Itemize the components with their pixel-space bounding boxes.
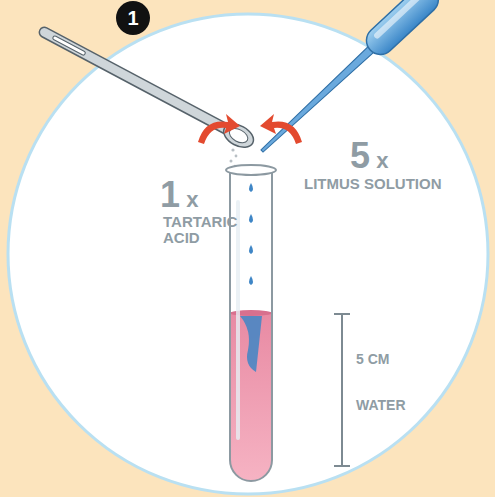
step-instruction: 1 x — [160, 176, 198, 214]
step-instruction: TARTARIC ACID — [163, 214, 243, 246]
test-tube — [226, 165, 276, 481]
callout-number: 1 — [127, 8, 138, 28]
dimension-label: 5 CM — [356, 352, 389, 367]
callout-circle: 1 — [116, 1, 150, 35]
pipette — [252, 0, 444, 161]
height-bracket — [334, 314, 350, 466]
backdrop-circle — [8, 14, 488, 494]
curved-arrow — [198, 114, 302, 144]
powder — [230, 148, 238, 167]
spoon — [35, 21, 257, 152]
drops — [249, 183, 253, 285]
step-instruction: 5 x — [350, 137, 388, 175]
step-instruction: LITMUS SOLUTION — [304, 176, 442, 192]
dimension-label: WATER — [356, 398, 406, 413]
